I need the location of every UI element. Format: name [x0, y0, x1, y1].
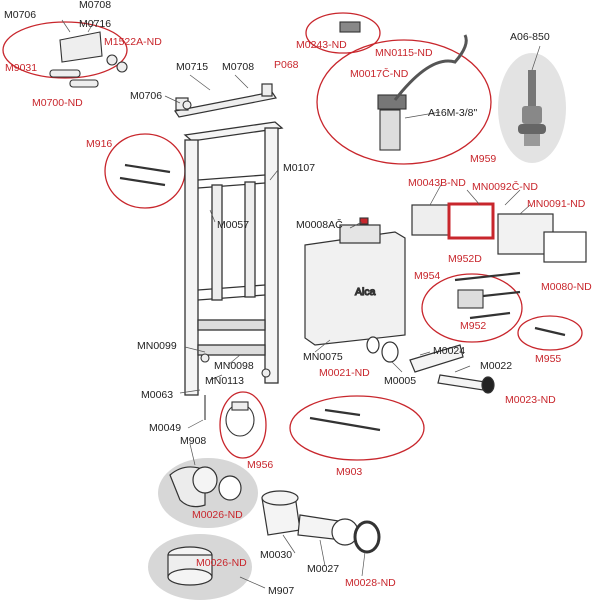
label-m0715: M0715: [176, 61, 208, 73]
outline-m956: [219, 391, 267, 459]
outline-m0243: [305, 12, 381, 54]
label-m0024: M0024: [433, 345, 465, 357]
label-m0057: M0057: [217, 219, 249, 231]
label-m0030: M0030: [260, 549, 292, 561]
label-m0023-nd: M0023-ND: [505, 394, 556, 406]
label-m0043b-nd: M0043B-ND: [408, 177, 466, 189]
label-m916: M916: [86, 138, 112, 150]
label-mn0092c-nd: MN0092Č-ND: [472, 180, 538, 193]
label-m9031: M9031: [5, 62, 37, 74]
label-m0063: M0063: [141, 389, 173, 401]
outline-m903: [289, 395, 425, 461]
label-m1522a-nd: M1522A-ND: [104, 36, 162, 48]
label-m0107: M0107: [283, 162, 315, 174]
outline-m916: [104, 133, 186, 209]
label-m0243-nd: M0243-ND: [296, 39, 347, 51]
label-m0080-nd: M0080-ND: [541, 281, 592, 293]
label-m954: M954: [414, 270, 440, 282]
outline-m955: [517, 315, 583, 351]
installation-frame: [183, 121, 284, 396]
label-m0026-nd-b: M0026-ND: [196, 557, 247, 569]
label-m903: M903: [336, 466, 362, 478]
label-m952d: M952D: [448, 253, 482, 265]
label-mn0098: MN0098: [214, 360, 254, 372]
label-m907: M907: [268, 585, 294, 597]
label-m0708-top: M0708: [79, 0, 111, 11]
outline-m959: [316, 39, 492, 165]
label-a16m: A16M-3/8": [428, 107, 478, 119]
group-outlines: [2, 12, 583, 461]
cistern-brand-label: Alca: [355, 286, 376, 298]
cistern: Alca: [304, 224, 406, 346]
label-m0008ac: M0008AČ: [296, 218, 343, 231]
label-m908: M908: [180, 435, 206, 447]
label-m0027: M0027: [307, 563, 339, 575]
label-m959: M959: [470, 153, 496, 165]
outline-m9031: [2, 21, 128, 79]
label-mn0075: MN0075: [303, 351, 343, 363]
label-mn0091-nd: MN0091-ND: [527, 198, 586, 210]
actuation-plates: [411, 202, 587, 263]
rods: [119, 163, 566, 432]
label-m0706-mid: M0706: [130, 90, 162, 102]
label-m956: M956: [247, 459, 273, 471]
label-m955: M955: [535, 353, 561, 365]
label-mn0115-nd: MN0115-ND: [375, 47, 433, 59]
small-parts: [49, 21, 484, 437]
label-m0706-top: M0706: [4, 9, 36, 21]
label-m0021-nd: M0021-ND: [319, 367, 370, 379]
label-m0708-mid: M0708: [222, 61, 254, 73]
label-m0049: M0049: [149, 422, 181, 434]
label-a06-850: A06-850: [510, 31, 550, 43]
label-m0026-nd-a: M0026-ND: [192, 509, 243, 521]
leader-lines: [61, 19, 541, 589]
label-m0716: M0716: [79, 18, 111, 30]
label-m0700-nd: M0700-ND: [32, 97, 83, 109]
label-m0028-nd: M0028-ND: [345, 577, 396, 589]
label-p068: P068: [274, 59, 299, 71]
label-m952: M952: [460, 320, 486, 332]
label-m0005: M0005: [384, 375, 416, 387]
part-labels: M0706 M0708 M0716 M1522A-ND M9031 M0700-…: [4, 0, 592, 597]
label-mn0113: MN0113: [205, 375, 244, 387]
label-m0022: M0022: [480, 360, 512, 372]
label-mn0099: MN0099: [137, 340, 177, 352]
a06-850-part: [498, 53, 566, 163]
pipes: [167, 336, 495, 586]
label-m0017c-nd: M0017Č-ND: [350, 67, 409, 80]
m0715-bar: [174, 83, 277, 118]
outline-m954: [421, 273, 523, 343]
